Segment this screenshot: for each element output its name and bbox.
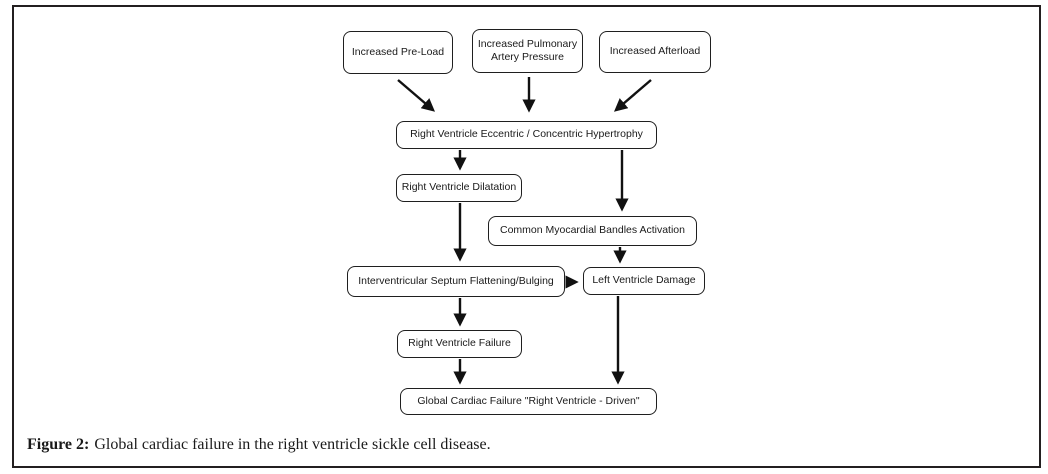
node-rv-dilatation: Right Ventricle Dilatation [396, 174, 522, 202]
figure-caption: Figure 2:Global cardiac failure in the r… [27, 436, 491, 454]
node-interventricular-septum-flattening-bulging: Interventricular Septum Flattening/Bulgi… [347, 266, 565, 297]
figure-caption-label: Figure 2: [27, 436, 90, 453]
node-common-myocardial-bandles-activation: Common Myocardial Bandles Activation [488, 216, 697, 246]
node-increased-afterload: Increased Afterload [599, 31, 711, 73]
node-right-ventricle-failure: Right Ventricle Failure [397, 330, 522, 358]
node-rv-eccentric-concentric-hypertrophy: Right Ventricle Eccentric / Concentric H… [396, 121, 657, 149]
node-global-cardiac-failure: Global Cardiac Failure "Right Ventricle … [400, 388, 657, 415]
node-increased-pre-load: Increased Pre-Load [343, 31, 453, 74]
node-left-ventricle-damage: Left Ventricle Damage [583, 267, 705, 295]
figure-caption-text: Global cardiac failure in the right vent… [94, 436, 491, 453]
node-increased-pulmonary-artery-pressure: Increased Pulmonary Artery Pressure [472, 29, 583, 73]
